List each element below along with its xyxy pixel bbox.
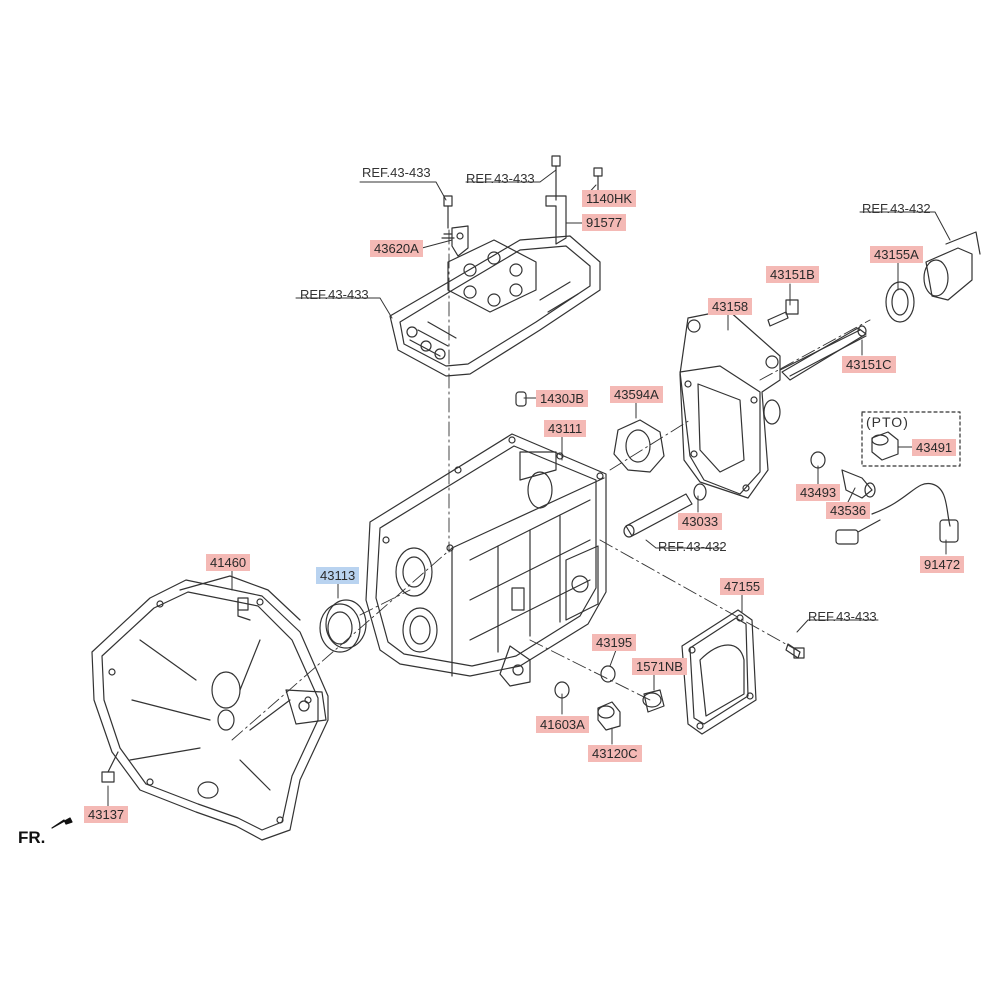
part-label-41460[interactable]: 41460 — [206, 554, 251, 571]
ref-label-3[interactable]: REF.43-433 — [300, 287, 369, 302]
part-label-43033[interactable]: 43033 — [678, 513, 723, 530]
pto-label: (PTO) — [866, 414, 909, 430]
transmission-case-drawing — [365, 433, 607, 687]
part-label-43195[interactable]: 43195 — [592, 634, 637, 651]
pin-1430JB-drawing — [515, 391, 527, 407]
yoke-drawing — [923, 231, 981, 301]
pipe-drawing — [623, 483, 707, 538]
seal-43155A-drawing — [885, 281, 915, 323]
rear-cover-drawing — [681, 609, 757, 735]
part-label-1571NB[interactable]: 1571NB — [632, 658, 687, 675]
part-label-47155[interactable]: 47155 — [720, 578, 765, 595]
part-label-43536[interactable]: 43536 — [826, 502, 871, 519]
pto-box — [861, 411, 961, 467]
part-label-43594A[interactable]: 43594A — [610, 386, 663, 403]
part-label-1140HK[interactable]: 1140HK — [582, 190, 637, 207]
cable-91472-drawing — [835, 482, 959, 545]
clutch-housing-drawing — [91, 575, 329, 841]
part-label-41603A[interactable]: 41603A — [536, 716, 589, 733]
leader-lines — [107, 169, 951, 807]
switch-43536-drawing — [841, 469, 876, 499]
part-label-91577[interactable]: 91577 — [582, 214, 627, 231]
rear-extension-drawing — [679, 309, 867, 499]
part-label-43493[interactable]: 43493 — [796, 484, 841, 501]
part-label-1430JB[interactable]: 1430JB — [536, 390, 589, 407]
part-label-43113[interactable]: 43113 — [316, 567, 360, 584]
drain-parts-drawing — [554, 665, 665, 731]
shaft-43151C-drawing — [781, 325, 867, 381]
part-label-43111[interactable]: 43111 — [544, 420, 587, 437]
ref-label-4[interactable]: REF.43-432 — [862, 201, 931, 216]
pto-plug-drawing — [871, 431, 899, 461]
part-label-43120C[interactable]: 43120C — [588, 745, 642, 762]
bolt-43137-drawing — [101, 751, 119, 783]
part-label-43155A[interactable]: 43155A — [870, 246, 923, 263]
part-label-43137[interactable]: 43137 — [84, 806, 129, 823]
ref-label-2[interactable]: REF.43-433 — [466, 171, 535, 186]
front-direction-label: FR. — [18, 828, 46, 847]
ref-label-5[interactable]: REF.43-432 — [658, 539, 727, 554]
part-label-43151B[interactable]: 43151B — [766, 266, 819, 283]
part-label-91472[interactable]: 91472 — [920, 556, 965, 573]
ref-label-1[interactable]: REF.43-433 — [362, 165, 431, 180]
oil-seal-drawing — [319, 599, 367, 653]
part-label-43620A[interactable]: 43620A — [370, 240, 423, 257]
top-bolts-drawing — [441, 155, 603, 257]
part-label-43158[interactable]: 43158 — [708, 298, 753, 315]
top-cover-drawing — [389, 235, 601, 377]
front-arrow-icon — [51, 817, 73, 829]
bolt-43151B-drawing — [767, 299, 799, 327]
ring-43594A-drawing — [613, 419, 665, 473]
part-label-43491[interactable]: 43491 — [912, 439, 957, 456]
washer-43493-drawing — [810, 451, 826, 469]
ref-label-6[interactable]: REF.43-433 — [808, 609, 877, 624]
part-label-43151C[interactable]: 43151C — [842, 356, 896, 373]
rear-cover-bolt-drawing — [785, 643, 805, 659]
